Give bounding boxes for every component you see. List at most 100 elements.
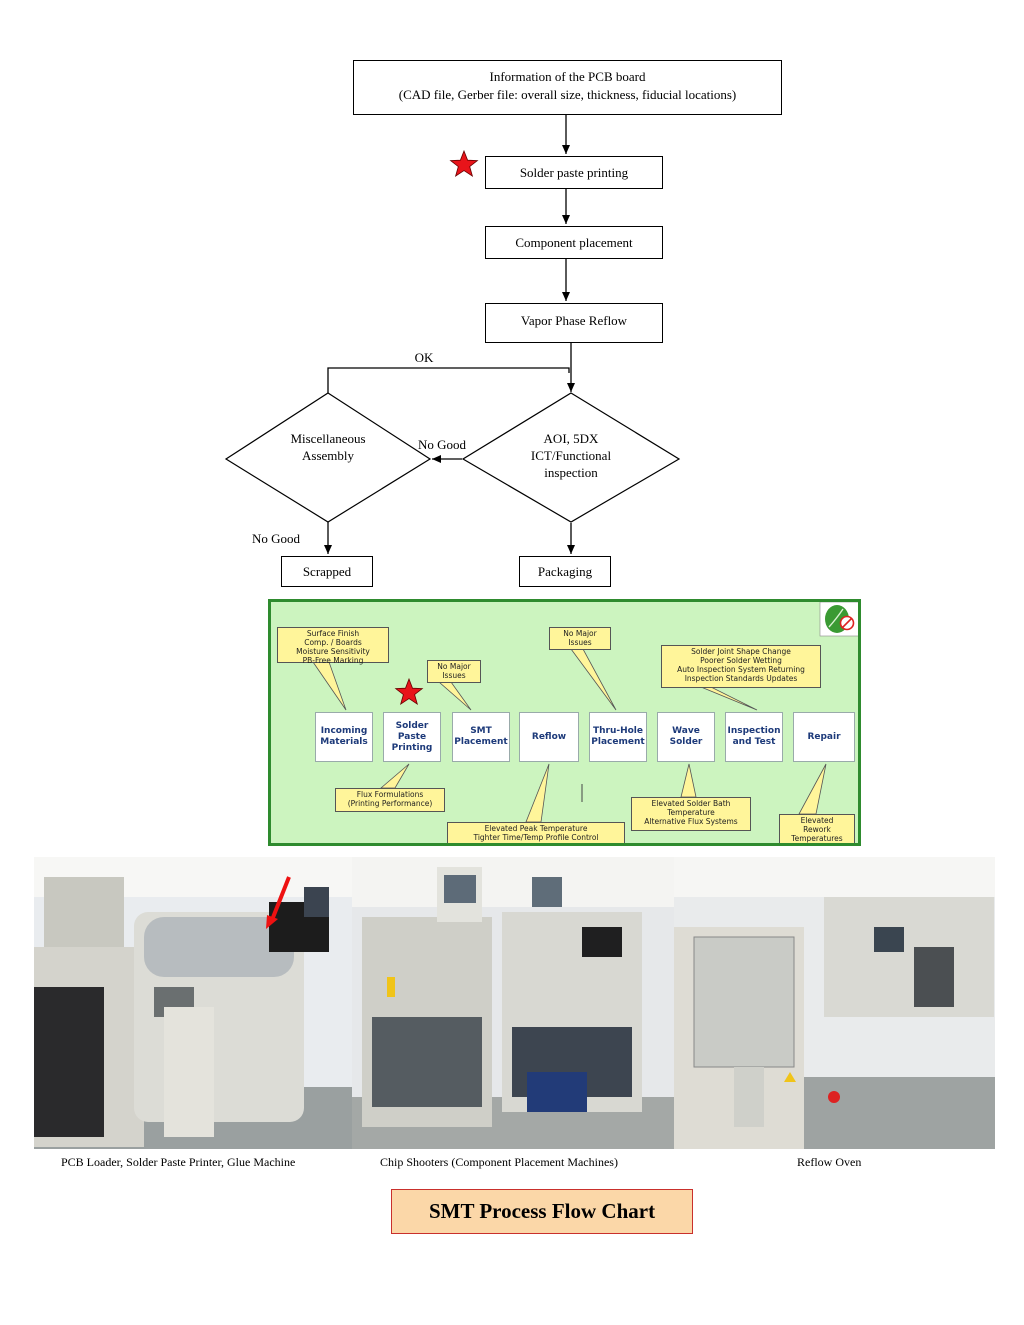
star-icon — [449, 149, 479, 178]
note-line: Issues — [568, 638, 592, 647]
panel-star-icon — [394, 677, 424, 706]
caption-photo-3: Reflow Oven — [797, 1155, 862, 1169]
caption-photo-1: PCB Loader, Solder Paste Printer, Glue M… — [61, 1155, 296, 1169]
note-line: Poorer Solder Wetting — [700, 656, 782, 665]
pcb-info-line2: (CAD file, Gerber file: overall size, th… — [398, 87, 737, 102]
process-panel: Surface Finish Comp. / Boards Moisture S… — [268, 599, 861, 846]
step-line: SMT — [470, 726, 492, 736]
flowchart-connectors — [224, 115, 681, 554]
inspection-label: AOI, 5DX ICT/Functional inspection — [511, 430, 631, 481]
page-title: SMT Process Flow Chart — [391, 1189, 693, 1234]
solder-paste-label: Solder paste printing — [519, 165, 629, 180]
step-line: Paste — [397, 731, 427, 742]
callout-incoming — [312, 661, 347, 711]
note-line: PB-Free Marking — [302, 656, 364, 665]
pcb-info-line1: Information of the PCB board — [489, 69, 646, 84]
step-line: and Test — [732, 737, 776, 747]
scrapped-box: Scrapped — [281, 556, 373, 587]
callout-thruhole — [570, 648, 617, 711]
note-line: Temperatures — [791, 834, 843, 843]
pcb-info-box: Information of the PCB board (CAD file, … — [353, 60, 782, 115]
caption-photo-2: Chip Shooters (Component Placement Machi… — [380, 1155, 618, 1169]
note-line: No Major — [437, 662, 471, 671]
step-line: Incoming — [320, 726, 368, 736]
step-line: Repair — [807, 731, 841, 742]
callout-repair — [798, 763, 827, 815]
reflow-box: Vapor Phase Reflow — [485, 303, 663, 343]
note-wave: Elevated Solder Bath Temperature Alterna… — [631, 797, 751, 831]
note-inspection: Solder Joint Shape Change Poorer Solder … — [661, 645, 821, 688]
note-line: Moisture Sensitivity — [296, 647, 370, 656]
note-surface-finish: Surface Finish Comp. / Boards Moisture S… — [277, 627, 389, 665]
note-line: Inspection Standards Updates — [684, 674, 798, 683]
red-arrow-icon — [266, 915, 278, 929]
ok-label: OK — [414, 350, 434, 365]
step-repair: Repair — [793, 712, 855, 762]
inspection-line3: inspection — [544, 465, 598, 480]
packaging-label: Packaging — [537, 564, 593, 579]
note-line: Surface Finish — [306, 629, 360, 638]
note-repair: Elevated Rework Temperatures — [779, 814, 855, 843]
callout-inspection — [700, 686, 758, 711]
component-placement-label: Component placement — [515, 235, 633, 250]
step-line: Placement — [454, 737, 508, 747]
solder-paste-box: Solder paste printing — [485, 156, 663, 189]
callout-flux — [379, 763, 410, 789]
callout-wave — [680, 763, 697, 798]
misc-assembly-label: Miscellaneous Assembly — [268, 430, 388, 464]
process-panel-callouts — [312, 602, 858, 823]
step-line: Reflow — [531, 731, 567, 742]
note-line: Comp. / Boards — [304, 638, 362, 647]
misc-assembly-line2: Assembly — [302, 448, 354, 463]
note-flux: Flux Formulations (Printing Performance) — [335, 788, 445, 812]
packaging-box: Packaging — [519, 556, 611, 587]
factory-photos — [34, 857, 995, 1149]
note-line: Temperature — [667, 808, 715, 817]
note-line: Tighter Time/Temp Profile Control — [473, 833, 599, 842]
note-line: Flux Formulations — [356, 790, 424, 799]
component-placement-box: Component placement — [485, 226, 663, 259]
note-line: Auto Inspection System Returning — [677, 665, 805, 674]
step-line: Thru-Hole — [592, 726, 644, 736]
callout-smt — [437, 681, 472, 711]
misc-assembly-diamond — [224, 392, 432, 523]
note-line: Rework — [803, 825, 831, 834]
photo-chip-shooters — [352, 857, 674, 1149]
no-good-left-label: No Good — [251, 531, 301, 546]
page-title-text: SMT Process Flow Chart — [428, 1199, 656, 1223]
inspection-diamond — [461, 392, 681, 523]
scrapped-label: Scrapped — [302, 564, 352, 579]
note-line: Alternative Flux Systems — [644, 817, 738, 826]
photo-reflow-oven — [674, 857, 995, 1149]
inspection-line1: AOI, 5DX — [543, 431, 599, 446]
note-line: Elevated — [800, 816, 834, 825]
note-smt-no-major: No Major Issues — [427, 660, 481, 683]
note-reflow: Elevated Peak Temperature Tighter Time/T… — [447, 822, 625, 843]
callout-reflow — [525, 763, 550, 823]
photo-solder-paste-printer — [34, 857, 352, 1149]
note-thru-hole-no-major: No Major Issues — [549, 627, 611, 650]
note-line: Elevated Solder Bath — [651, 799, 731, 808]
step-line: Placement — [591, 737, 645, 747]
step-line: Printing — [391, 742, 433, 753]
step-reflow: Reflow — [519, 712, 579, 762]
step-line: Solder — [669, 737, 703, 747]
note-line: Solder Joint Shape Change — [691, 647, 791, 656]
step-line: Wave — [672, 726, 700, 736]
no-good-middle-label: No Good — [417, 437, 467, 452]
ok-loop-line — [327, 367, 570, 393]
misc-assembly-line1: Miscellaneous — [290, 431, 366, 446]
inspection-line2: ICT/Functional — [530, 448, 612, 463]
step-line: Inspection — [727, 726, 781, 736]
note-line: Issues — [442, 671, 466, 680]
step-line: Materials — [320, 737, 368, 747]
note-line: No Major — [563, 629, 597, 638]
reflow-label: Vapor Phase Reflow — [520, 313, 628, 328]
note-line: Elevated Peak Temperature — [484, 824, 588, 833]
